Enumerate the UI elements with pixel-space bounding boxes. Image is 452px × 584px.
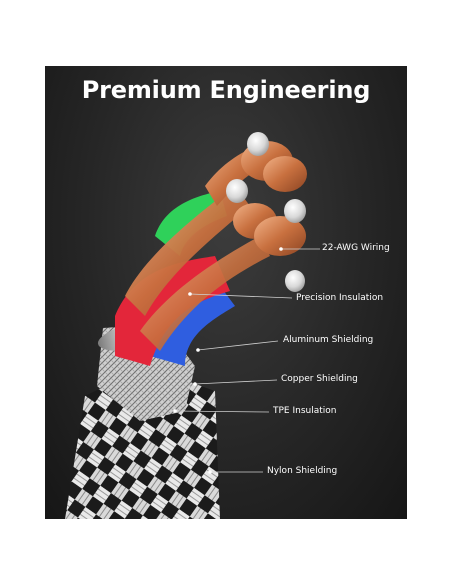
headline-title: Premium Engineering — [81, 76, 371, 104]
label-precision-insulation: Precision Insulation — [296, 293, 384, 303]
blue-insulated-wire — [150, 286, 235, 366]
product-image-panel: Premium Engineering 22-AWG Wiring Precis… — [45, 66, 407, 519]
copper-shield-strands — [125, 186, 250, 316]
label-aluminum-shielding: Aluminum Shielding — [283, 335, 374, 345]
callout-lines — [173, 247, 320, 474]
label-copper-shielding: Copper Shielding — [281, 374, 358, 384]
label-tpe-insulation: TPE Insulation — [273, 406, 337, 416]
label-22awg-wiring: 22-AWG Wiring — [322, 243, 390, 253]
cable-cross-section-illustration — [65, 132, 320, 519]
label-nylon-shielding: Nylon Shielding — [267, 466, 338, 476]
silver-wire-tips — [226, 132, 306, 292]
